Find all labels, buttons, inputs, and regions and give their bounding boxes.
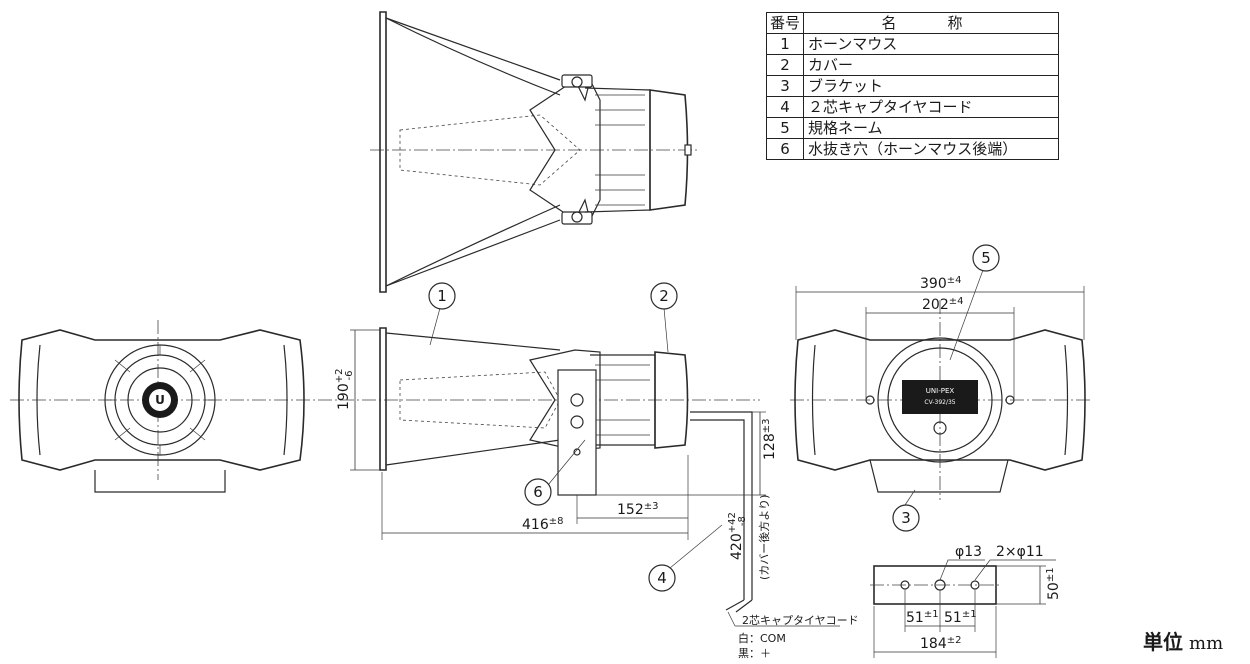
front-view: U	[10, 320, 340, 493]
part-name: カバー	[803, 54, 1059, 76]
dim-202-tol: ±4	[949, 296, 964, 307]
side-view	[340, 327, 760, 613]
cable-white-label: 白：COM	[738, 632, 786, 645]
unit-value: mm	[1189, 633, 1224, 654]
svg-text:416±8: 416±8	[522, 516, 563, 533]
parts-header-name: 名 称	[803, 12, 1059, 34]
svg-text:4: 4	[657, 569, 667, 587]
top-view	[370, 11, 700, 293]
svg-text:2: 2	[659, 287, 669, 305]
dimension-lines	[350, 269, 1085, 658]
dim-51a-tol: ±1	[924, 609, 939, 620]
part-no: 4	[766, 96, 804, 118]
dim-51b-tol: ±1	[962, 609, 977, 620]
svg-text:5: 5	[981, 249, 991, 267]
part-name: ２芯キャプタイヤコード	[803, 96, 1059, 118]
dim-hole-13: φ13	[955, 544, 982, 560]
dim-390-tol: ±4	[947, 275, 962, 286]
unit-text: 単位	[1143, 630, 1183, 654]
dim-184-tol: ±2	[947, 635, 962, 646]
nameplate-brand: UNI-PEX	[926, 387, 955, 395]
unit-label: 単位 mm	[1143, 626, 1223, 655]
balloon-2: 2	[650, 282, 678, 310]
dim-128-tol: ±3	[761, 419, 772, 434]
rear-view: UNI-PEX CV-392/35	[790, 300, 1090, 500]
svg-text:184±2: 184±2	[920, 635, 961, 652]
dim-190-tol-lower: -6	[344, 371, 355, 381]
part-no: 2	[766, 54, 804, 76]
balloon-1: 1	[428, 282, 456, 310]
dim-hole-11: 2×φ11	[996, 544, 1044, 560]
svg-text:202±4: 202±4	[922, 296, 963, 313]
dim-420-tol-upper: +42	[727, 512, 738, 533]
part-no: 5	[766, 117, 804, 139]
dim-190-tol-upper: +2	[334, 369, 345, 384]
parts-header-no: 番号	[766, 12, 804, 34]
svg-text:190+2-6: 190+2-6	[334, 369, 355, 410]
svg-text:152±3: 152±3	[617, 501, 658, 518]
nameplate-model: CV-392/35	[924, 399, 955, 406]
dim-128-value: 128	[762, 433, 778, 460]
part-name: 水抜き穴（ホーンマウス後端）	[803, 138, 1059, 160]
svg-text:50±1: 50±1	[1045, 567, 1062, 600]
dimension-texts: 190+2-6 416±8 152±3 128±3 420+42-8 (カバー後…	[334, 275, 1062, 652]
balloon-5: 5	[972, 244, 1000, 272]
dim-184-value: 184	[920, 636, 947, 652]
svg-text:128±3: 128±3	[761, 419, 778, 460]
dim-416-tol: ±8	[549, 516, 564, 527]
dim-390-value: 390	[920, 276, 947, 292]
part-no: 3	[766, 75, 804, 97]
dim-420-value: 420	[729, 533, 745, 560]
dim-202-value: 202	[922, 297, 949, 313]
svg-text:51±1: 51±1	[944, 609, 977, 626]
dim-190-value: 190	[336, 383, 352, 410]
dim-420-tol-lower: -8	[737, 516, 748, 526]
part-name: ブラケット	[803, 75, 1059, 97]
svg-text:6: 6	[533, 483, 543, 501]
dim-51b-value: 51	[944, 610, 962, 626]
dim-420-note: (カバー後方より)	[757, 495, 771, 580]
svg-text:390±4: 390±4	[920, 275, 961, 292]
svg-text:51±1: 51±1	[906, 609, 939, 626]
dim-416-value: 416	[522, 517, 549, 533]
svg-text:3: 3	[901, 509, 911, 527]
dim-51a-value: 51	[906, 610, 924, 626]
svg-text:420+42-8: 420+42-8	[727, 512, 748, 560]
svg-text:1: 1	[437, 287, 447, 305]
svg-text:U: U	[155, 393, 165, 407]
cable-black-label: 黒：＋	[738, 647, 771, 660]
balloon-4: 4	[648, 564, 676, 592]
cable-type-label: 2芯キャプタイヤコード	[742, 614, 859, 627]
part-no: 6	[766, 138, 804, 160]
dim-50-tol: ±1	[1045, 567, 1056, 582]
part-name: 規格ネーム	[803, 117, 1059, 139]
parts-table-header: 番号 名 称	[766, 12, 1059, 34]
dim-50-value: 50	[1046, 582, 1062, 600]
dim-152-tol: ±3	[644, 501, 659, 512]
dim-152-value: 152	[617, 502, 644, 518]
balloon-3: 3	[892, 504, 920, 532]
part-no: 1	[766, 33, 804, 55]
part-balloons: 1 2 3 4 5 6	[428, 244, 1000, 592]
part-name: ホーンマウス	[803, 33, 1059, 55]
bracket-detail	[870, 565, 1000, 605]
balloon-6: 6	[524, 478, 552, 506]
